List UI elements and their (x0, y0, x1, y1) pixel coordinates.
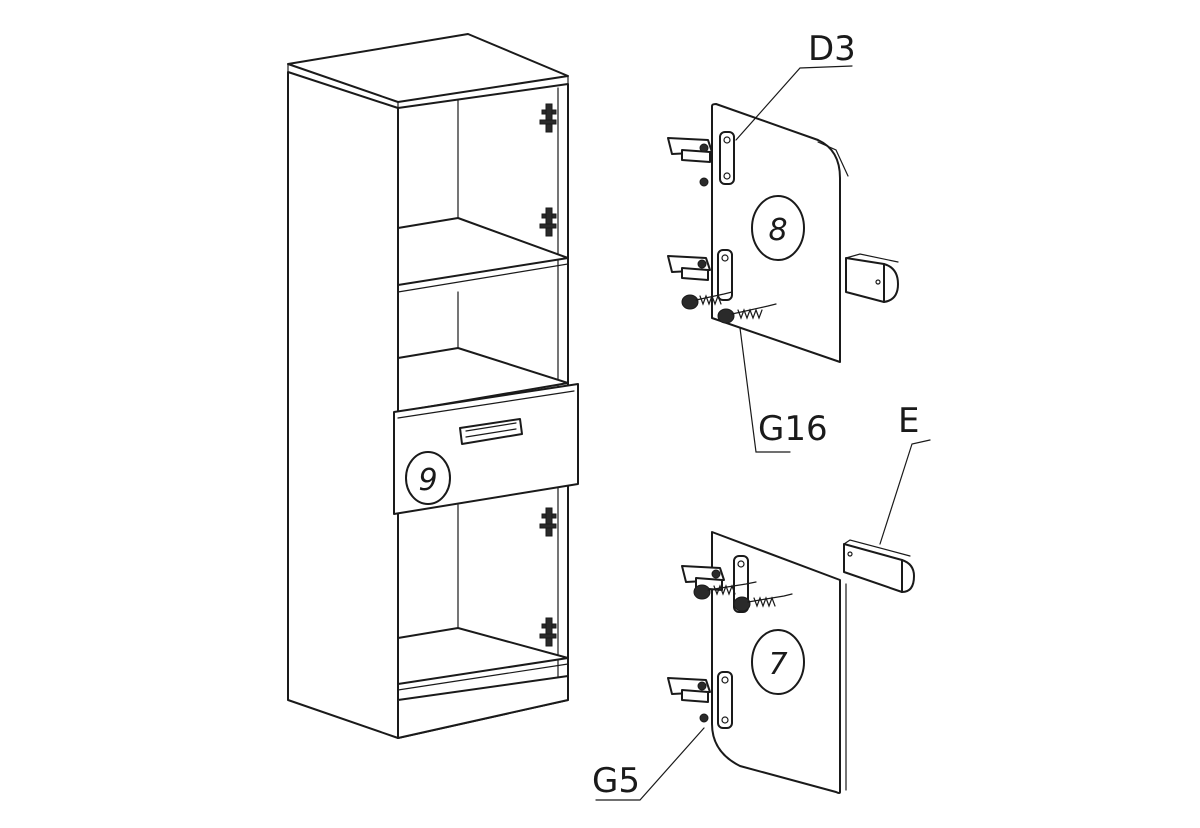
leader-g16 (739, 327, 791, 453)
leader-e (879, 439, 931, 545)
cabinet-plinth (397, 675, 569, 739)
upper-door: 8 (667, 103, 849, 363)
screw-icon (693, 581, 757, 600)
leader-d3 (735, 65, 853, 141)
hinge-icon (539, 617, 557, 647)
drawer: 9 (393, 383, 579, 515)
lower-door-part-number: 7 (768, 647, 787, 682)
cabinet-shelf (397, 347, 569, 413)
label-d3: D3 (808, 29, 856, 69)
hinge-icon (667, 671, 733, 729)
cabinet-bottom-shelf (397, 627, 569, 685)
label-e: E (898, 401, 919, 441)
screw-icon (733, 593, 793, 612)
support-bar-lower (843, 539, 915, 593)
hinge-icon (539, 103, 557, 133)
support-bar-upper (845, 253, 899, 303)
handle-icon (459, 418, 523, 445)
cabinet: 9 (287, 33, 579, 739)
drawer-part-number: 9 (418, 463, 437, 498)
label-g16: G16 (758, 409, 828, 449)
hinge-icon (539, 207, 557, 237)
leader-g5 (595, 727, 705, 801)
upper-door-part-number: 8 (768, 213, 787, 248)
drawer-part-circle (405, 451, 451, 505)
hinge-icon (667, 249, 733, 301)
label-g5: G5 (592, 761, 640, 801)
upper-door-part-circle (751, 195, 805, 261)
lower-door-part-circle (751, 629, 805, 695)
screw-icon (681, 291, 733, 310)
screw-icon (717, 303, 777, 324)
cabinet-side-panel (287, 71, 399, 739)
callout-leaders (595, 65, 931, 801)
hinge-icon (667, 131, 735, 187)
lower-door: 7 (667, 531, 847, 794)
hinge-icon (539, 507, 557, 537)
